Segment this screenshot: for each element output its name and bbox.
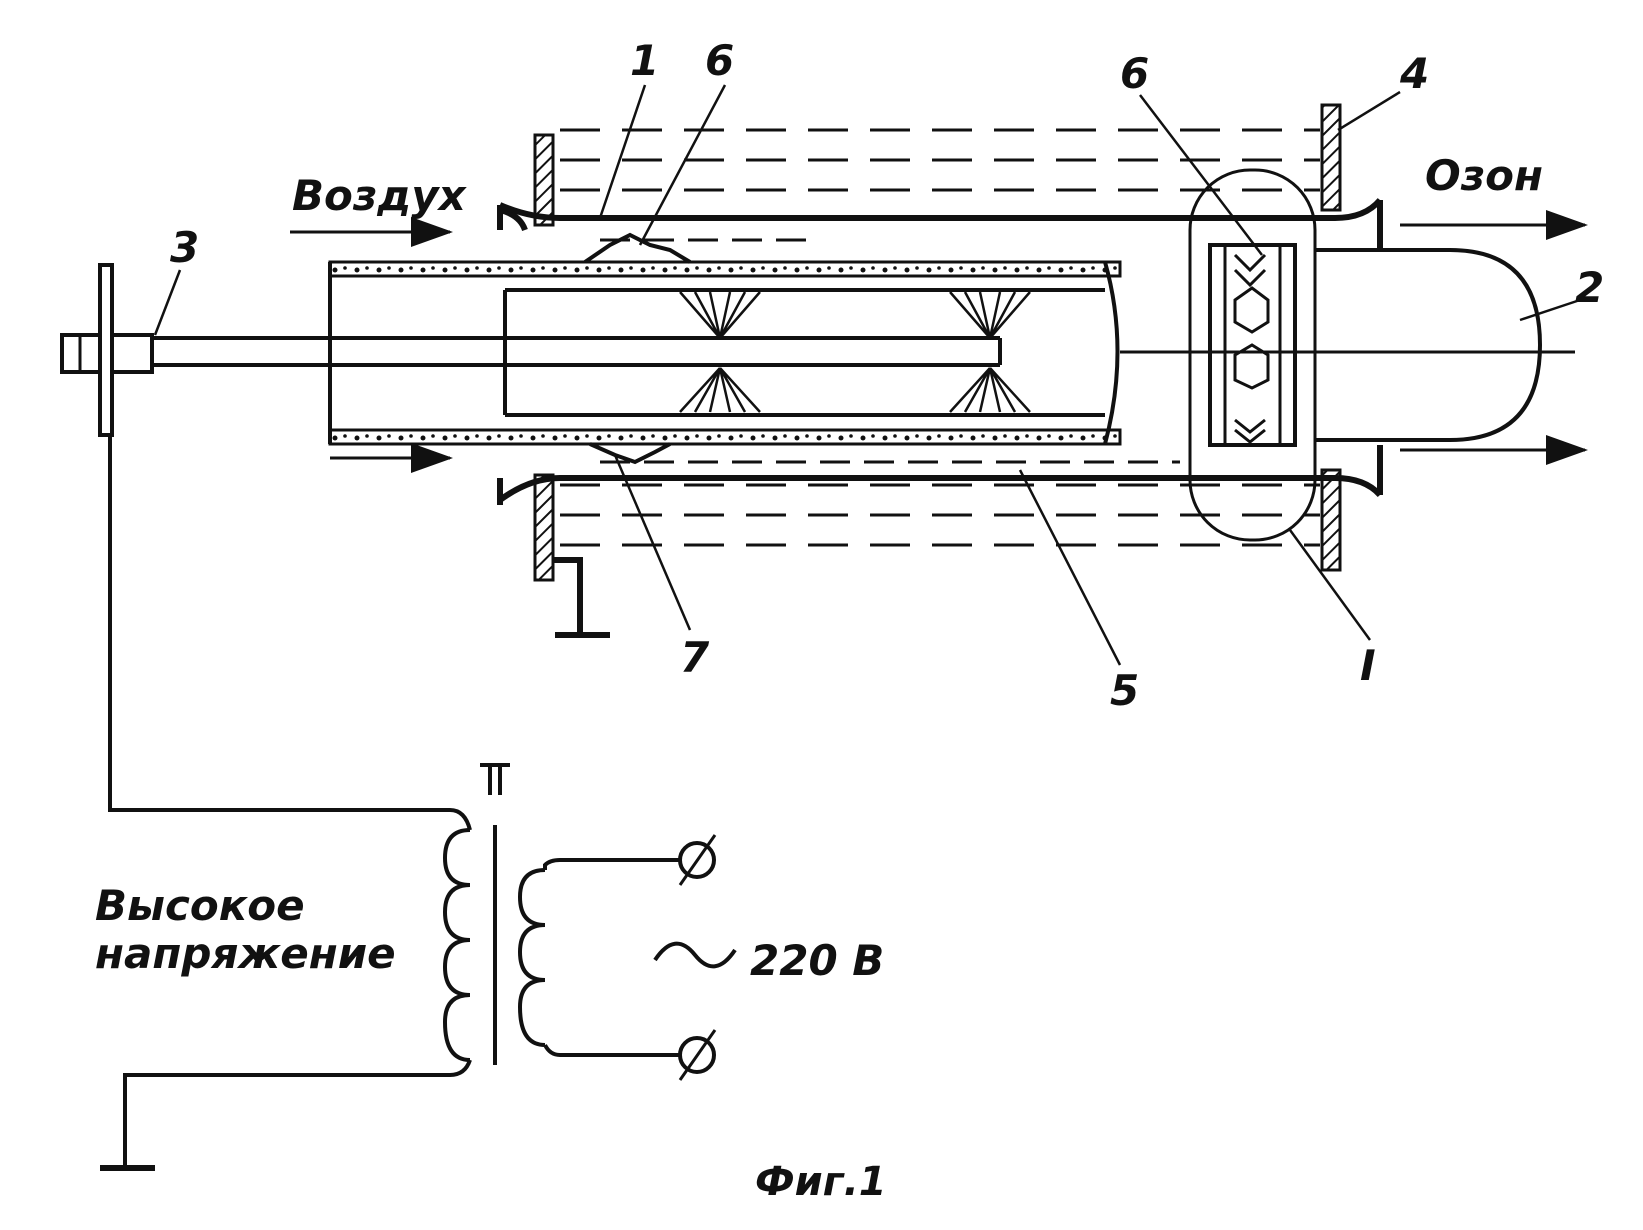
figure-caption: Фиг.1 [755,1159,887,1205]
ac-tilde-icon [653,941,737,969]
callout-4: 4 [1399,49,1429,98]
flow-arrows [290,210,1588,473]
left-flange [533,133,555,582]
transformer-mains-coil [517,858,680,1057]
callout-1: 1 [630,36,659,85]
callout-5: 5 [1110,666,1139,715]
label-air: Воздух [292,171,468,220]
right-flange-4 [1320,103,1342,572]
coolant-water [560,128,1320,547]
label-high-voltage-1: Высокое [95,881,305,930]
insulator-bushing-3 [60,263,154,437]
transformer-hv-coil [442,828,471,1062]
cartridge-I [1188,168,1317,542]
transformer-core [480,763,510,1065]
label-ozone: Озон [1425,151,1543,200]
leader-lines [153,84,1581,666]
central-rod [150,336,1002,367]
callout-2: 2 [1575,263,1604,312]
spacer-6-left [583,232,692,465]
mains-terminals [678,834,717,1081]
corona-discharge [679,291,1031,413]
inner-electrode [503,261,1120,445]
end-cap-2 [1120,248,1575,442]
label-high-voltage-2: напряжение [95,929,396,978]
callout-7: 7 [680,633,710,682]
ground-symbol-flange [553,557,610,638]
callout-6-right: 6 [1120,49,1149,98]
hv-wire [100,435,472,1171]
callout-3: 3 [170,223,199,272]
outer-tube-electrode [497,197,1383,505]
callout-6-left: 6 [705,36,734,85]
callout-I: I [1360,641,1376,690]
label-mains-voltage: 220 В [750,936,884,985]
dielectric-tube [328,260,1122,446]
